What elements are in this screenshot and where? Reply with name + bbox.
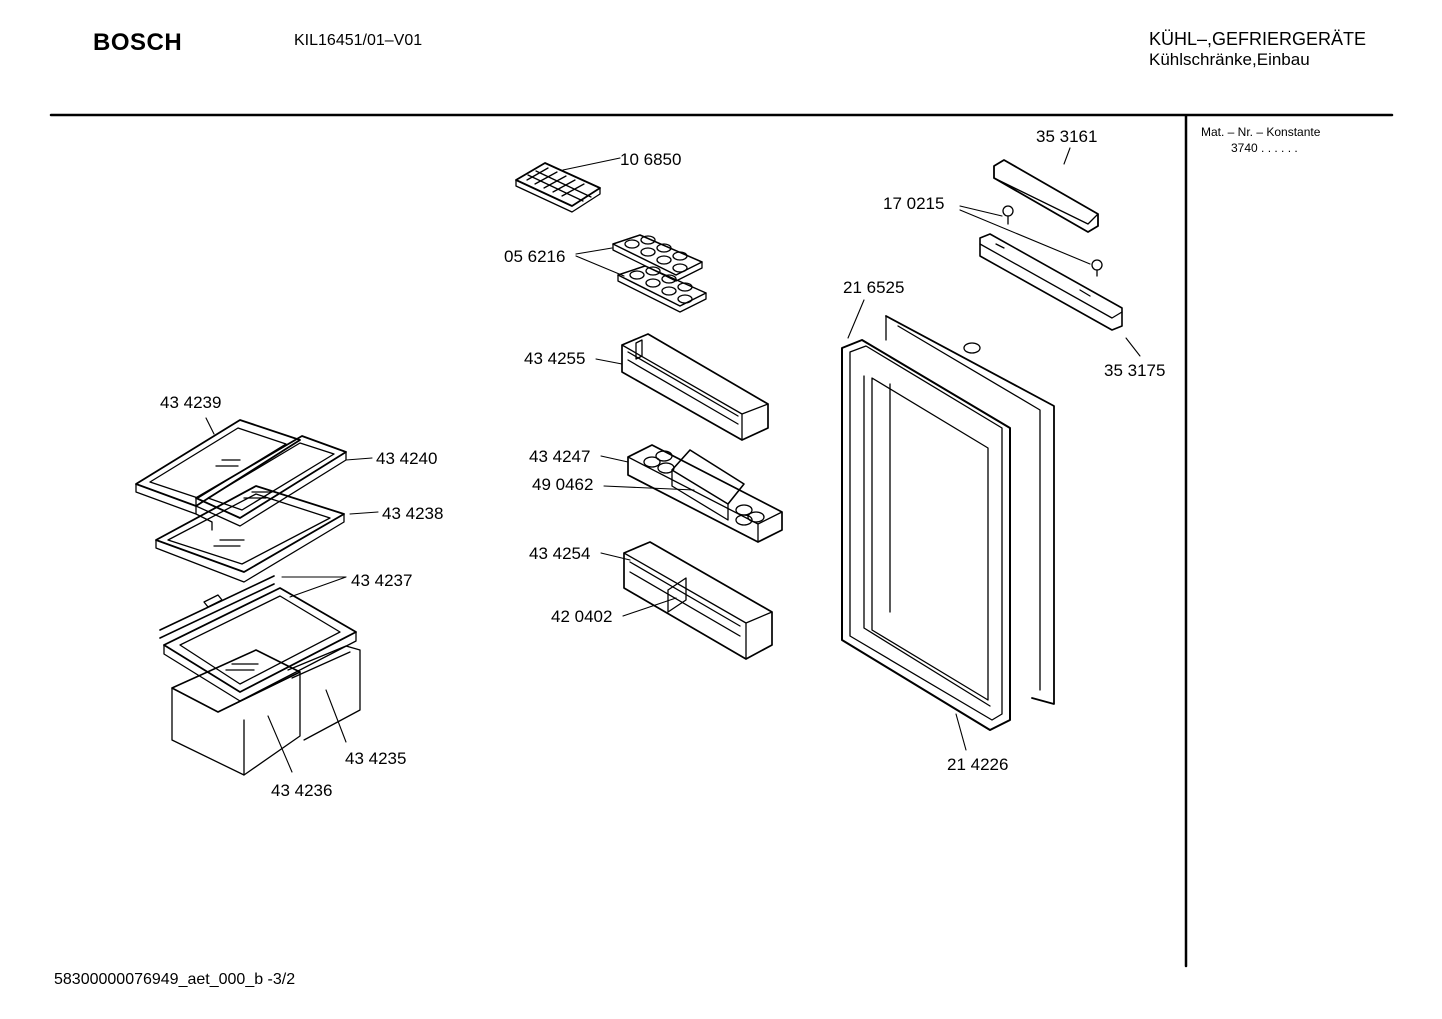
mat-number-value: 3740 . . . . . . xyxy=(1231,141,1298,155)
part-label-434237: 43 4237 xyxy=(351,571,412,590)
door-gasket-drawing xyxy=(841,339,1011,731)
part-label-353161: 35 3161 xyxy=(1036,127,1097,146)
mat-number-label: Mat. – Nr. – Konstante xyxy=(1201,125,1321,139)
model-number: KIL16451/01–V01 xyxy=(294,32,423,49)
part-label-434235: 43 4235 xyxy=(345,749,406,768)
part-label-434239: 43 4239 xyxy=(160,393,221,412)
category-subtitle: Kühlschränke,Einbau xyxy=(1149,50,1310,69)
part-labels: 10 6850 05 6216 43 4255 43 4247 49 0462 … xyxy=(160,127,1165,800)
part-label-434240: 43 4240 xyxy=(376,449,437,468)
part-label-434255: 43 4255 xyxy=(524,349,585,368)
part-label-420402: 42 0402 xyxy=(551,607,612,626)
part-label-216525: 21 6525 xyxy=(843,278,904,297)
part-label-106850: 10 6850 xyxy=(620,150,681,169)
part-label-434254: 43 4254 xyxy=(529,544,590,563)
brand-logo: BOSCH xyxy=(93,29,183,56)
door-frame-drawing xyxy=(885,315,1055,705)
part-label-434238: 43 4238 xyxy=(382,504,443,523)
part-label-353175: 35 3175 xyxy=(1104,361,1165,380)
part-label-170215: 17 0215 xyxy=(883,194,944,213)
glass-shelf-top-drawing xyxy=(135,419,347,531)
glass-shelf-middle-drawing xyxy=(155,485,345,583)
part-label-490462: 49 0462 xyxy=(532,475,593,494)
hinge-bracket-drawing xyxy=(979,233,1123,331)
document-id: 58300000076949_aet_000_b -3/2 xyxy=(54,971,296,988)
hinge-cover-drawing xyxy=(993,159,1099,233)
category-title: KÜHL–,GEFRIERGERÄTE xyxy=(1149,29,1367,49)
part-label-434236: 43 4236 xyxy=(271,781,332,800)
egg-tray-drawing xyxy=(612,234,707,313)
crisper-drawer-drawing xyxy=(171,645,361,776)
door-shelf-top-drawing xyxy=(621,333,769,441)
part-label-056216: 05 6216 xyxy=(504,247,565,266)
part-label-214226: 21 4226 xyxy=(947,755,1008,774)
leader-lines xyxy=(205,147,1141,773)
screw-left-drawing xyxy=(1002,205,1014,225)
screw-right-drawing xyxy=(1091,259,1103,277)
bottle-shelf-drawing xyxy=(623,541,773,660)
ice-tray-drawing xyxy=(515,162,601,213)
crisper-cover-drawing xyxy=(159,575,357,702)
egg-box-drawing xyxy=(627,444,783,543)
part-label-434247: 43 4247 xyxy=(529,447,590,466)
